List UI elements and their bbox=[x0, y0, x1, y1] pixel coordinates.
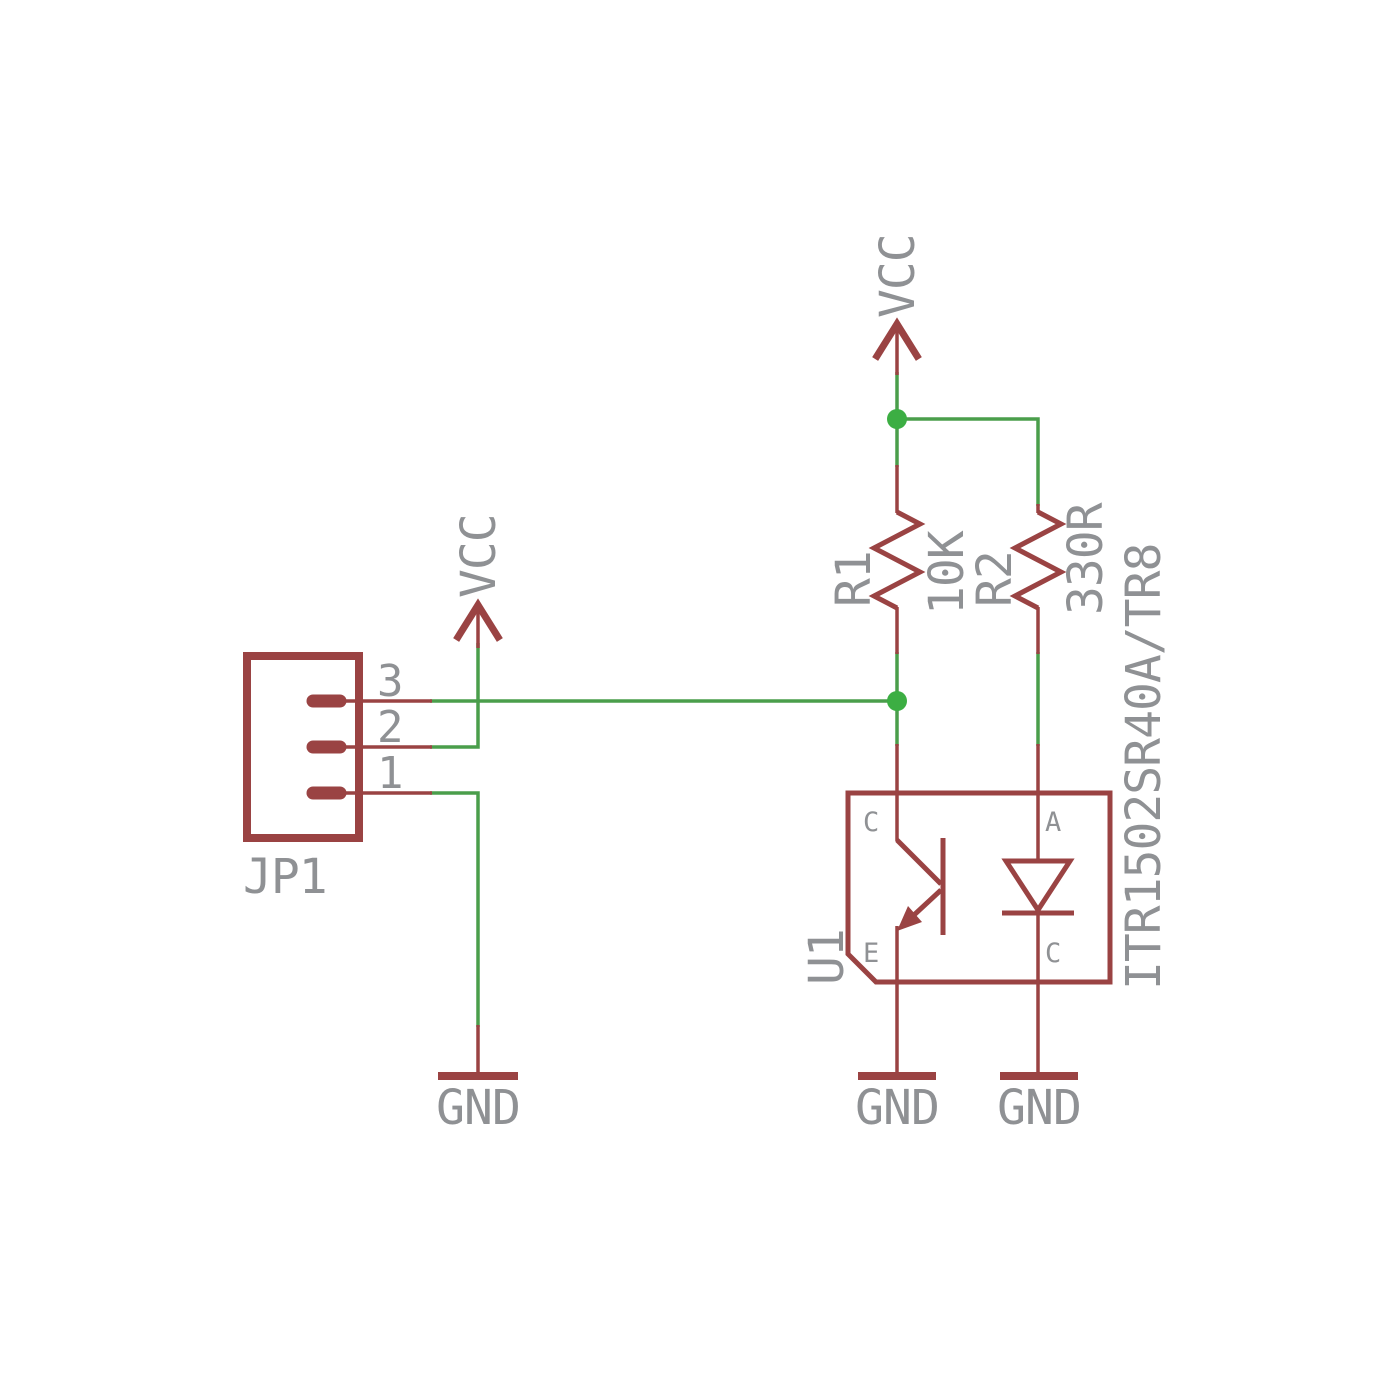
vcc-top-arrow-icon bbox=[872, 317, 922, 361]
u1-transistor-emitter-diag bbox=[912, 888, 943, 917]
u1-pin-label-e: E bbox=[863, 938, 879, 969]
wire-jp1-pin1-to-gnd bbox=[430, 791, 480, 1027]
vcc-left-arrow-icon bbox=[453, 598, 503, 642]
u1-pin-label-a: A bbox=[1045, 807, 1061, 838]
junction-dot-signal bbox=[887, 691, 907, 711]
wire-vcc-to-r2 bbox=[897, 417, 1040, 506]
u1-diode-triangle bbox=[1001, 858, 1075, 915]
resistor-r1-body bbox=[868, 509, 926, 611]
u1-pin-label-c-top: C bbox=[863, 807, 879, 838]
u1-body bbox=[845, 790, 1113, 985]
resistor-r2-value: 330R bbox=[1058, 502, 1114, 615]
u1-transistor-collector-diag bbox=[895, 838, 943, 886]
jp1-pin2-number: 2 bbox=[377, 702, 404, 753]
u1-pin-label-c-bottom: C bbox=[1045, 938, 1061, 969]
u1-emitter-arrow-icon bbox=[897, 906, 922, 931]
jp1-pin3-number: 3 bbox=[377, 656, 404, 707]
vcc-left-label: VCC bbox=[451, 514, 507, 598]
vcc-top-label: VCC bbox=[870, 234, 926, 318]
gnd-left-label: GND bbox=[436, 1080, 520, 1136]
resistor-r2-ref: R2 bbox=[967, 551, 1023, 607]
u1-part-number: ITR1502SR40A/TR8 bbox=[1116, 544, 1172, 990]
resistor-r2-body bbox=[1009, 509, 1067, 611]
jp1-ref-label: JP1 bbox=[243, 849, 327, 905]
junction-dot-vcc bbox=[887, 409, 907, 429]
u1-ref-label: U1 bbox=[799, 929, 855, 985]
gnd-right-label: GND bbox=[997, 1080, 1081, 1136]
wire-jp1-pin2-to-vcc bbox=[430, 643, 480, 749]
resistor-r1-value: 10K bbox=[919, 530, 975, 615]
resistor-r1-ref: R1 bbox=[826, 551, 882, 607]
gnd-mid-label: GND bbox=[855, 1080, 939, 1136]
jp1-pin1-number: 1 bbox=[377, 748, 404, 799]
